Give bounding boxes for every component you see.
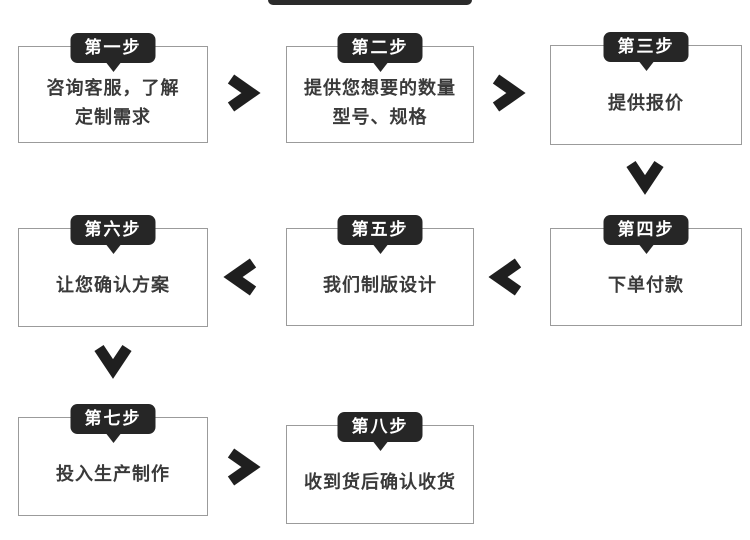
step-box-3: 第三步 提供报价 [550, 32, 742, 145]
step-box-6: 第六步 让您确认方案 [18, 215, 208, 327]
step-box-2: 第二步 提供您想要的数量 型号、规格 [286, 33, 474, 143]
step-text-3: 提供报价 [608, 92, 684, 113]
chevron-left-icon [223, 258, 257, 296]
chevron-right-icon [492, 74, 526, 112]
step-text-8: 收到货后确认收货 [304, 472, 456, 492]
step-badge-6: 第六步 [70, 215, 156, 245]
step-text-7: 投入生产制作 [56, 464, 170, 484]
step-text-1: 咨询客服，了解 定制需求 [46, 77, 180, 127]
step-box-7: 第七步 投入生产制作 [18, 404, 208, 516]
step-badge-5: 第五步 [337, 215, 423, 245]
chevron-left-icon [488, 258, 522, 296]
step-box-1: 第一步 咨询客服，了解 定制需求 [18, 33, 208, 143]
chevron-right-icon [227, 448, 261, 486]
step-text-4: 下单付款 [608, 274, 684, 295]
step-text-2: 提供您想要的数量 型号、规格 [304, 77, 456, 127]
chevron-down-icon [94, 344, 132, 379]
chevron-right-icon [227, 74, 261, 112]
chevron-down-icon [626, 160, 664, 195]
step-box-4: 第四步 下单付款 [550, 215, 742, 326]
step-badge-8: 第八步 [337, 412, 423, 442]
step-text-6: 让您确认方案 [56, 275, 170, 295]
step-badge-2: 第二步 [337, 33, 423, 63]
step-box-8: 第八步 收到货后确认收货 [286, 412, 474, 524]
cropped-title-banner-edge [268, 0, 472, 5]
step-badge-4: 第四步 [603, 215, 689, 245]
step-badge-3: 第三步 [603, 32, 689, 62]
step-badge-1: 第一步 [70, 33, 156, 63]
step-text-5: 我们制版设计 [323, 274, 437, 295]
step-badge-7: 第七步 [70, 404, 156, 434]
step-box-5: 第五步 我们制版设计 [286, 215, 474, 326]
